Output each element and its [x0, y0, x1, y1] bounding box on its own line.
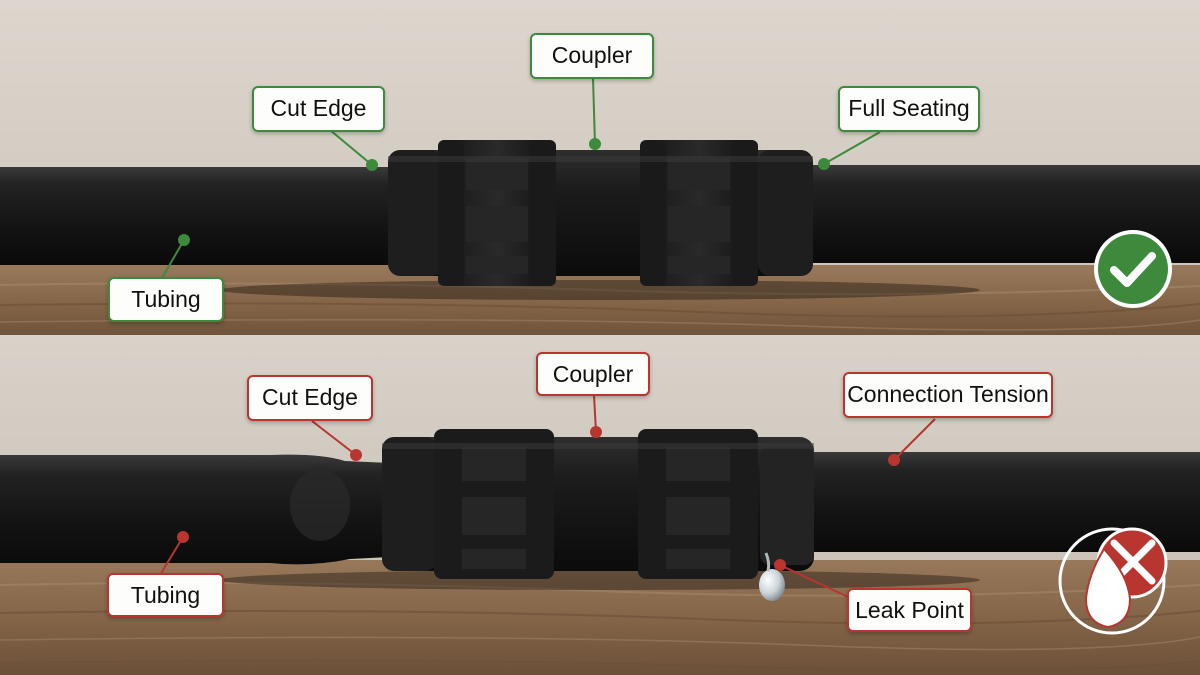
- tubing-leader-line: [159, 536, 184, 576]
- coupler-leader-line: [593, 394, 597, 433]
- tubing-label-text: Tubing: [131, 286, 201, 312]
- tubing-leader-line: [161, 239, 185, 279]
- coupler-body: [388, 140, 813, 286]
- tubing-marker: [178, 234, 190, 246]
- leak-point-marker: [774, 559, 786, 571]
- coupler-label-text: Coupler: [552, 361, 634, 387]
- tubing-label: Tubing: [107, 573, 224, 617]
- leak-point-leader-line: [779, 564, 849, 598]
- full-seating-leader-line: [823, 131, 881, 165]
- cut-edge-marker: [350, 449, 362, 461]
- checkmark-icon: [1094, 230, 1172, 308]
- correct-connection-panel: Coupler Cut Edge Full Seating Tubing: [0, 0, 1200, 335]
- tubing-marker: [177, 531, 189, 543]
- cut-edge-label: Cut Edge: [252, 86, 385, 132]
- coupler-label: Coupler: [536, 352, 650, 396]
- connection-tension-marker: [888, 454, 900, 466]
- full-seating-label-text: Full Seating: [848, 95, 970, 121]
- coupler-marker: [590, 426, 602, 438]
- tubing-label-text: Tubing: [130, 582, 201, 608]
- leak-point-label-text: Leak Point: [855, 597, 964, 623]
- connection-tension-leader-line: [893, 418, 936, 461]
- cut-edge-label-text: Cut Edge: [270, 95, 367, 121]
- tubing-label: Tubing: [108, 277, 224, 322]
- full-seating-label: Full Seating: [838, 86, 980, 132]
- cut-edge-marker: [366, 159, 378, 171]
- coupler-label-text: Coupler: [551, 42, 633, 68]
- connection-tension-label: Connection Tension: [843, 372, 1053, 418]
- no-water-drop-icon: [1058, 527, 1168, 635]
- connection-tension-label-text: Connection Tension: [847, 381, 1049, 407]
- cut-edge-leader-line: [329, 129, 373, 166]
- full-seating-marker: [818, 158, 830, 170]
- leak-point-label: Leak Point: [847, 588, 972, 632]
- cut-edge-label-text: Cut Edge: [262, 384, 358, 410]
- coupler-label: Coupler: [530, 33, 654, 79]
- tubing-left: [0, 167, 395, 265]
- tubing-left: [0, 454, 390, 565]
- coupler-marker: [589, 138, 601, 150]
- water-drop: [759, 569, 785, 601]
- incorrect-connection-panel: Coupler Cut Edge Connection Tension Tubi…: [0, 335, 1200, 675]
- cut-edge-label: Cut Edge: [247, 375, 373, 421]
- coupler-body: [382, 429, 814, 579]
- cut-edge-leader-line: [311, 420, 357, 456]
- coupler-leader-line: [592, 77, 596, 145]
